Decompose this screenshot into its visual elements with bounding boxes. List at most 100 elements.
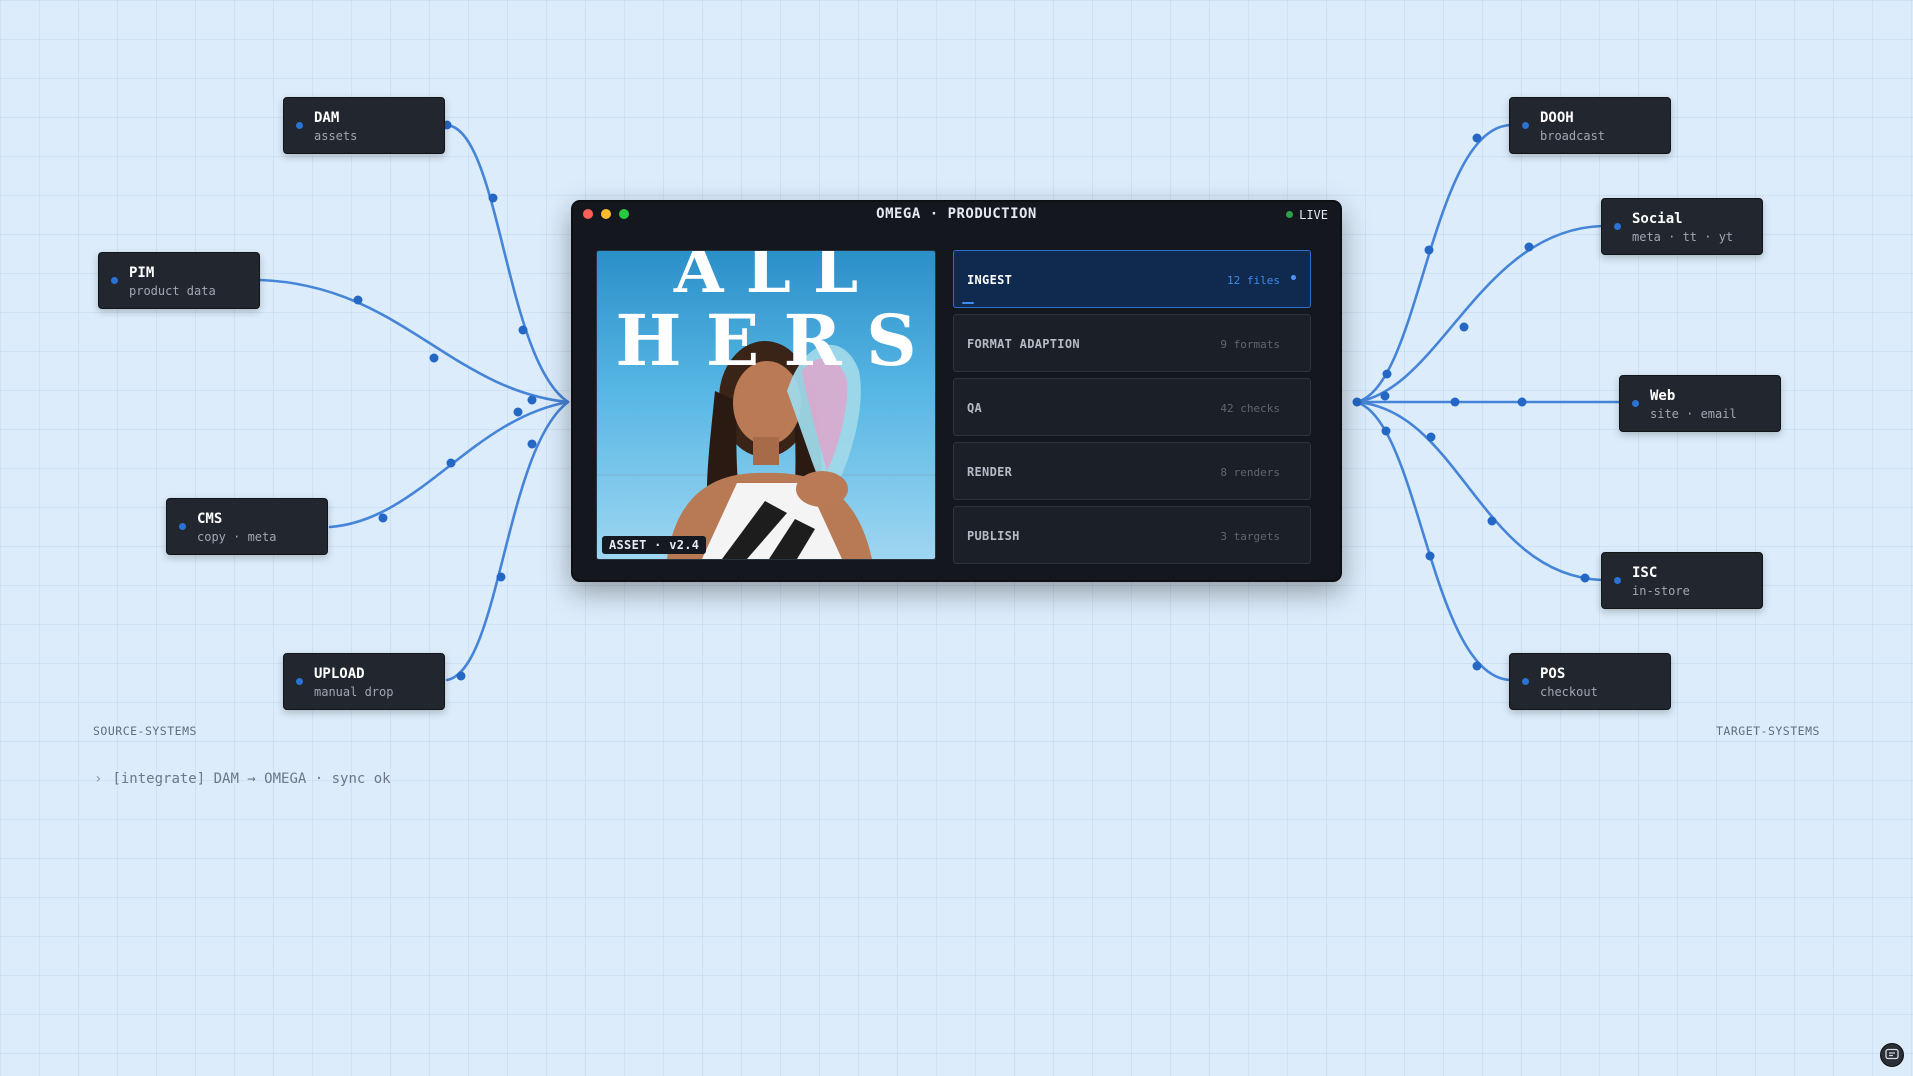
pipeline-step-qa[interactable]: QA 42 checks [953,378,1311,436]
wire-node [1426,552,1435,561]
step-count: 3 targets [1220,530,1280,543]
status-dot [179,523,186,530]
wire-node [447,459,456,468]
wire-node [528,396,537,405]
active-dot-icon [1291,275,1296,280]
target-node-pos[interactable]: POS checkout [1509,653,1671,710]
step-count: 9 formats [1220,338,1280,351]
target-node-isc[interactable]: ISC in-store [1601,552,1763,609]
node-subtitle: product data [129,284,216,298]
asset-preview[interactable]: A L L H E R S ASSET · v2.4 [596,250,936,560]
node-title: CMS [197,511,222,527]
wire-dam [447,125,568,402]
wire-node [1353,398,1362,407]
wire-node [457,672,466,681]
wire-node [354,296,363,305]
status-dot [1614,223,1621,230]
status-dot [1522,678,1529,685]
node-title: DAM [314,110,339,126]
wire-node [430,354,439,363]
node-subtitle: copy · meta [197,530,276,544]
node-title: Social [1632,211,1683,227]
node-subtitle: broadcast [1540,129,1605,143]
node-subtitle: site · email [1650,407,1737,421]
wire-node [1518,398,1527,407]
production-window: OMEGA · PRODUCTION LIVE A L L H E R S AS… [571,200,1342,582]
source-node-cms[interactable]: CMS copy · meta [166,498,328,555]
wire-node [1425,246,1434,255]
wire-node [489,194,498,203]
progress-indicator [962,302,974,304]
chat-bubble-icon [1885,1048,1899,1062]
asset-version-badge: ASSET · v2.4 [602,536,706,554]
chevron-right-icon: › [94,771,102,787]
step-count: 12 files [1227,274,1280,287]
target-node-web[interactable]: Web site · email [1619,375,1781,432]
target-node-dooh[interactable]: DOOH broadcast [1509,97,1671,154]
chat-button[interactable] [1880,1043,1904,1067]
wire-isc [1356,402,1602,580]
wire-node [1382,427,1391,436]
step-label: PUBLISH [967,529,1020,543]
source-node-dam[interactable]: DAM assets [283,97,445,154]
wire-node [1451,398,1460,407]
window-title: OMEGA · PRODUCTION [573,206,1340,222]
target-node-social[interactable]: Social meta · tt · yt [1601,198,1763,255]
wire-node [1488,517,1497,526]
log-text: [integrate] DAM → OMEGA · sync ok [112,771,390,787]
node-title: UPLOAD [314,666,365,682]
wire-node [1473,134,1482,143]
wire-node [1427,433,1436,442]
wire-node [1525,243,1534,252]
step-label: FORMAT ADAPTION [967,337,1080,351]
wire-node [1460,323,1469,332]
status-dot [296,678,303,685]
step-label: QA [967,401,982,415]
wire-node [514,408,523,417]
target-systems-label: TARGET-SYSTEMS [1716,724,1820,738]
node-subtitle: assets [314,129,357,143]
hero-headline-line-2: H E R S [597,299,935,382]
source-systems-label: SOURCE-SYSTEMS [93,724,197,738]
wire-social [1356,226,1602,402]
step-label: RENDER [967,465,1012,479]
pipeline-step-ingest[interactable]: INGEST 12 files [953,250,1311,308]
status-dot [111,277,118,284]
wire-node [1473,662,1482,671]
wire-node [1581,574,1590,583]
node-subtitle: checkout [1540,685,1598,699]
wire-upload [447,402,568,680]
live-status: LIVE [1286,208,1328,222]
status-dot [1632,400,1639,407]
step-label: INGEST [967,273,1012,287]
node-title: POS [1540,666,1565,682]
node-title: ISC [1632,565,1657,581]
source-node-pim[interactable]: PIM product data [98,252,260,309]
live-label: LIVE [1299,208,1328,222]
wire-node [379,514,388,523]
pipeline-step-publish[interactable]: PUBLISH 3 targets [953,506,1311,564]
node-title: PIM [129,265,154,281]
node-subtitle: meta · tt · yt [1632,230,1733,244]
wire-pim [260,280,568,402]
pipeline-step-format-adaption[interactable]: FORMAT ADAPTION 9 formats [953,314,1311,372]
status-dot [296,122,303,129]
step-count: 42 checks [1220,402,1280,415]
source-node-upload[interactable]: UPLOAD manual drop [283,653,445,710]
node-title: Web [1650,388,1675,404]
wire-dooh [1356,125,1510,402]
node-subtitle: manual drop [314,685,393,699]
live-dot-icon [1286,211,1293,218]
node-title: DOOH [1540,110,1574,126]
status-dot [1614,577,1621,584]
pipeline-step-render[interactable]: RENDER 8 renders [953,442,1311,500]
wire-node [528,440,537,449]
wire-node [497,573,506,582]
wire-node [1381,392,1390,401]
log-line: › [integrate] DAM → OMEGA · sync ok [94,771,391,787]
step-count: 8 renders [1220,466,1280,479]
status-dot [1522,122,1529,129]
wire-node [519,326,528,335]
node-subtitle: in-store [1632,584,1690,598]
wire-node [1383,370,1392,379]
